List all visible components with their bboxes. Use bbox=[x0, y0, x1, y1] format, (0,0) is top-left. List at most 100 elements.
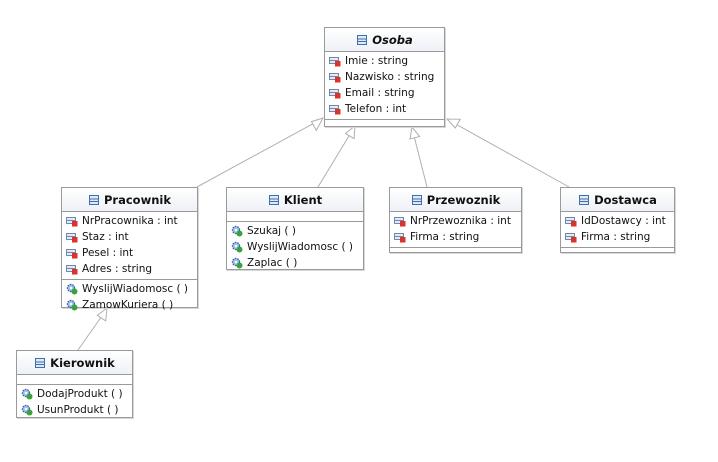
operation-row[interactable]: Zaplac ( ) bbox=[227, 255, 363, 271]
public-operation-icon bbox=[231, 257, 243, 269]
class-name: Przewoznik bbox=[426, 192, 501, 207]
edge-klient-osoba bbox=[317, 124, 356, 188]
class-osoba[interactable]: Osoba Imie : string Nazwisko : string Em… bbox=[324, 27, 445, 127]
class-klient[interactable]: Klient Szukaj ( ) WyslijWiadomosc ( ) Za… bbox=[226, 187, 364, 270]
operations-compartment bbox=[390, 248, 521, 257]
class-name: Osoba bbox=[372, 32, 413, 47]
operation-text: ZamowKuriera ( ) bbox=[82, 299, 174, 311]
attribute-row[interactable]: Firma : string bbox=[561, 229, 674, 245]
private-attribute-icon bbox=[565, 233, 577, 243]
class-header: Osoba bbox=[325, 28, 444, 52]
private-attribute-icon bbox=[329, 73, 341, 83]
private-attribute-icon bbox=[394, 217, 406, 227]
attribute-text: Telefon : int bbox=[345, 103, 407, 115]
operations-compartment: DodajProdukt ( ) UsunProdukt ( ) bbox=[17, 385, 132, 420]
operations-compartment: Szukaj ( ) WyslijWiadomosc ( ) Zaplac ( … bbox=[227, 222, 363, 273]
class-icon bbox=[35, 357, 46, 368]
class-kierownik[interactable]: Kierownik DodajProdukt ( ) UsunProdukt (… bbox=[16, 350, 133, 418]
attribute-text: Pesel : int bbox=[82, 247, 134, 259]
attribute-text: Email : string bbox=[345, 87, 415, 99]
attribute-row[interactable]: NrPracownika : int bbox=[62, 213, 197, 229]
class-header: Klient bbox=[227, 188, 363, 212]
operation-row[interactable]: UsunProdukt ( ) bbox=[17, 402, 132, 418]
edge-dostawca-osoba bbox=[445, 118, 570, 188]
attributes-compartment: NrPracownika : int Staz : int Pesel : in… bbox=[62, 212, 197, 280]
class-icon bbox=[357, 34, 368, 45]
public-operation-icon bbox=[21, 404, 33, 416]
class-name: Kierownik bbox=[50, 355, 115, 370]
attribute-row[interactable]: Staz : int bbox=[62, 229, 197, 245]
attribute-row[interactable]: IdDostawcy : int bbox=[561, 213, 674, 229]
private-attribute-icon bbox=[329, 57, 341, 67]
operation-row[interactable]: WyslijWiadomosc ( ) bbox=[62, 281, 197, 297]
edge-przewoznik-osoba bbox=[409, 125, 428, 188]
private-attribute-icon bbox=[329, 105, 341, 115]
operations-compartment bbox=[561, 248, 674, 257]
public-operation-icon bbox=[231, 225, 243, 237]
attributes-compartment: IdDostawcy : int Firma : string bbox=[561, 212, 674, 248]
attribute-row[interactable]: Pesel : int bbox=[62, 245, 197, 261]
attribute-text: Imie : string bbox=[345, 55, 409, 67]
operation-row[interactable]: WyslijWiadomosc ( ) bbox=[227, 239, 363, 255]
class-icon bbox=[268, 194, 279, 205]
attributes-compartment bbox=[17, 375, 132, 385]
class-icon bbox=[89, 194, 99, 205]
attribute-text: Firma : string bbox=[410, 231, 480, 243]
class-name: Dostawca bbox=[594, 192, 657, 207]
public-operation-icon bbox=[66, 283, 78, 295]
attribute-text: Nazwisko : string bbox=[345, 71, 435, 83]
attribute-text: Firma : string bbox=[581, 231, 651, 243]
class-name: Klient bbox=[283, 192, 323, 207]
private-attribute-icon bbox=[66, 233, 78, 243]
attributes-compartment bbox=[227, 212, 363, 222]
operations-compartment: WyslijWiadomosc ( ) ZamowKuriera ( ) bbox=[62, 280, 197, 315]
operation-text: Szukaj ( ) bbox=[247, 225, 296, 237]
attribute-text: NrPracownika : int bbox=[82, 215, 178, 227]
attribute-row[interactable]: Telefon : int bbox=[325, 101, 444, 117]
attribute-row[interactable]: Imie : string bbox=[325, 53, 444, 69]
private-attribute-icon bbox=[329, 89, 341, 99]
class-header: Kierownik bbox=[17, 351, 132, 375]
attribute-text: Adres : string bbox=[82, 263, 153, 275]
private-attribute-icon bbox=[394, 233, 406, 243]
public-operation-icon bbox=[231, 241, 243, 253]
operation-row[interactable]: DodajProdukt ( ) bbox=[17, 386, 132, 402]
public-operation-icon bbox=[21, 388, 33, 400]
operation-text: UsunProdukt ( ) bbox=[37, 404, 119, 416]
attribute-text: IdDostawcy : int bbox=[581, 215, 666, 227]
operation-text: WyslijWiadomosc ( ) bbox=[247, 241, 353, 253]
operation-row[interactable]: ZamowKuriera ( ) bbox=[62, 297, 197, 313]
class-pracownik[interactable]: Pracownik NrPracownika : int Staz : int … bbox=[61, 187, 198, 311]
attribute-row[interactable]: NrPrzewoznika : int bbox=[390, 213, 521, 229]
private-attribute-icon bbox=[66, 249, 78, 259]
class-dostawca[interactable]: Dostawca IdDostawcy : int Firma : string bbox=[560, 187, 675, 253]
class-header: Przewoznik bbox=[390, 188, 521, 212]
attribute-row[interactable]: Nazwisko : string bbox=[325, 69, 444, 85]
private-attribute-icon bbox=[565, 217, 577, 227]
attributes-compartment: Imie : string Nazwisko : string Email : … bbox=[325, 52, 444, 120]
operation-text: DodajProdukt ( ) bbox=[37, 388, 123, 400]
operation-text: Zaplac ( ) bbox=[247, 257, 298, 269]
public-operation-icon bbox=[66, 299, 78, 311]
class-header: Dostawca bbox=[561, 188, 674, 212]
operation-row[interactable]: Szukaj ( ) bbox=[227, 223, 363, 239]
generalization-edges bbox=[77, 117, 570, 351]
edge-pracownik-osoba bbox=[196, 117, 325, 188]
private-attribute-icon bbox=[66, 217, 78, 227]
edge-kierownik-pracownik bbox=[77, 306, 108, 351]
attribute-row[interactable]: Adres : string bbox=[62, 261, 197, 277]
class-header: Pracownik bbox=[62, 188, 197, 212]
class-icon bbox=[411, 194, 422, 205]
attribute-row[interactable]: Firma : string bbox=[390, 229, 521, 245]
private-attribute-icon bbox=[66, 265, 78, 275]
attributes-compartment: NrPrzewoznika : int Firma : string bbox=[390, 212, 521, 248]
class-icon bbox=[579, 194, 590, 205]
class-name: Pracownik bbox=[104, 192, 171, 207]
operation-text: WyslijWiadomosc ( ) bbox=[82, 283, 188, 295]
attribute-row[interactable]: Email : string bbox=[325, 85, 444, 101]
class-przewoznik[interactable]: Przewoznik NrPrzewoznika : int Firma : s… bbox=[389, 187, 522, 253]
attribute-text: Staz : int bbox=[82, 231, 129, 243]
operations-compartment bbox=[325, 120, 444, 129]
attribute-text: NrPrzewoznika : int bbox=[410, 215, 511, 227]
